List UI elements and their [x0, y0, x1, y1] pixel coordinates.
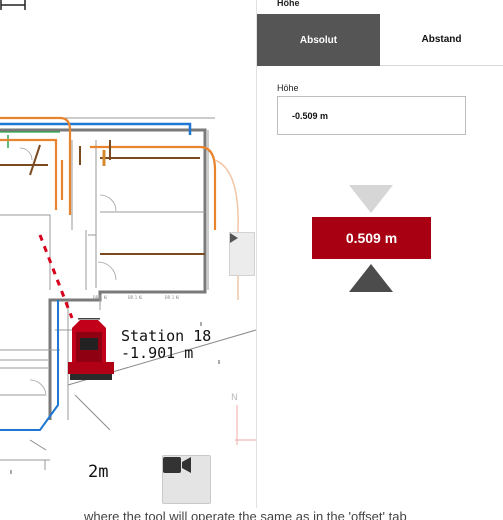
- increase-arrow-icon[interactable]: [349, 185, 393, 213]
- tab-abstand[interactable]: Abstand: [380, 14, 503, 66]
- floor-plan-map[interactable]: BR 1 Ki BR 1 Ki BR 1 Ki N Station 18 -1.…: [0, 0, 256, 520]
- scale-label: 2m: [88, 462, 109, 482]
- footer-text-strip: where the tool will operate the same as …: [0, 508, 503, 520]
- svg-text:BR 1 Ki: BR 1 Ki: [165, 295, 179, 300]
- station-value: -1.901 m: [121, 344, 194, 362]
- panel-title: Höhe: [277, 0, 300, 8]
- video-camera-icon: [163, 457, 191, 473]
- total-station-icon[interactable]: [64, 318, 118, 382]
- height-field-label: Höhe: [277, 83, 299, 93]
- height-input[interactable]: [277, 96, 466, 135]
- expand-panel-button[interactable]: [229, 232, 255, 276]
- floor-plan-drawing: BR 1 Ki BR 1 Ki BR 1 Ki N: [0, 116, 256, 474]
- svg-text:BR 1 Ki: BR 1 Ki: [93, 295, 107, 300]
- svg-text:N: N: [231, 393, 238, 403]
- station-label: Station 18 -1.901 m: [121, 328, 211, 362]
- station-name: Station 18: [121, 327, 212, 345]
- tab-absolut[interactable]: Absolut: [257, 14, 380, 66]
- camera-button[interactable]: [162, 455, 211, 504]
- height-value-display: 0.509 m: [312, 217, 431, 259]
- height-panel: Höhe Absolut Abstand Höhe 0.509 m: [256, 0, 503, 520]
- scale-bar-icon: [0, 0, 26, 10]
- decrease-arrow-icon[interactable]: [349, 264, 393, 292]
- footer-text: where the tool will operate the same as …: [84, 509, 407, 520]
- chevron-right-icon: [230, 233, 238, 243]
- svg-text:BR 1 Ki: BR 1 Ki: [128, 295, 142, 300]
- mode-tabs: Absolut Abstand: [257, 14, 503, 66]
